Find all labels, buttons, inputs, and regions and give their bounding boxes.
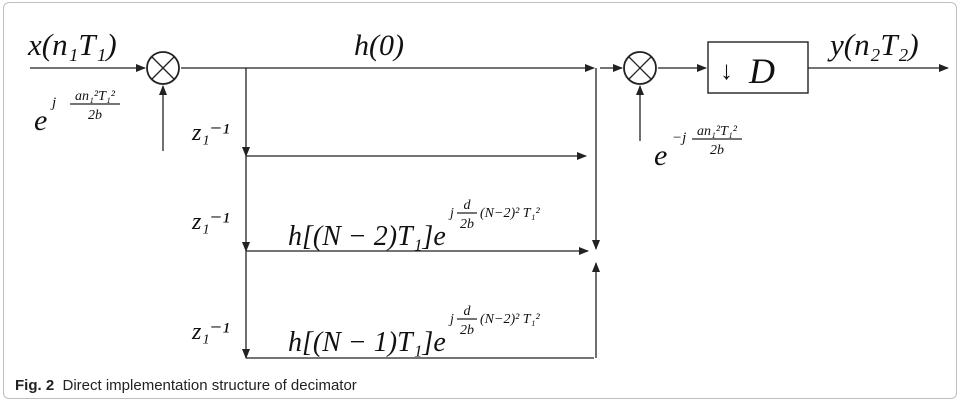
input-signal-label: x(n₁T₁) bbox=[27, 27, 117, 62]
tap-n1-exp-tail: (N−2)² T₁² bbox=[480, 312, 540, 327]
output-signal-label: y(n₂T₂) bbox=[827, 27, 919, 62]
figure-frame: x(n₁T₁) e j an₁²T₁² 2b h(0) z₁⁻¹ z₁⁻¹ z₁… bbox=[3, 2, 957, 399]
input-chirp-factor: e j an₁²T₁² 2b bbox=[34, 89, 120, 137]
figure-caption-text: Direct implementation structure of decim… bbox=[62, 377, 357, 394]
decimator-box bbox=[707, 41, 809, 94]
delay-label-1-text: z₁⁻¹ bbox=[191, 120, 230, 146]
tap-n2-frac-den: 2b bbox=[460, 217, 474, 232]
output-chirp-factor: e −j an₁²T₁² 2b bbox=[654, 124, 742, 172]
tap-n2-exp-prefix: j bbox=[448, 206, 454, 221]
tap-n2-coefficient: h[(N − 2)T₁]e j d 2b (N−2)² T₁² bbox=[288, 198, 540, 252]
delay-label-2-text: z₁⁻¹ bbox=[191, 209, 230, 235]
figure-caption: Fig. 2 Direct implementation structure o… bbox=[15, 377, 357, 394]
input-multiplier-cross-b bbox=[151, 56, 175, 80]
tap-n2-frac-num: d bbox=[464, 198, 472, 213]
delay-label-1: z₁⁻¹ bbox=[191, 120, 230, 146]
delay-label-3: z₁⁻¹ bbox=[191, 319, 230, 345]
tap-n2-coef: h[(N − 2)T₁]e bbox=[288, 221, 446, 252]
output-chirp-base: e bbox=[654, 139, 667, 172]
input-chirp-denominator: 2b bbox=[88, 108, 102, 123]
input-chirp-base: e bbox=[34, 104, 47, 137]
tap-n1-coef: h[(N − 1)T₁]e bbox=[288, 327, 446, 358]
output-chirp-denominator: 2b bbox=[710, 143, 724, 158]
output-chirp-numerator: an₁²T₁² bbox=[697, 124, 738, 139]
tap-n2-exp-tail: (N−2)² T₁² bbox=[480, 206, 540, 221]
tap0-label: h(0) bbox=[354, 29, 404, 62]
input-chirp-exp-prefix: j bbox=[50, 95, 56, 111]
tap-n1-coefficient: h[(N − 1)T₁]e j d 2b (N−2)² T₁² bbox=[288, 304, 540, 358]
output-chirp-exp-prefix: −j bbox=[672, 130, 686, 146]
tap-n1-frac-den: 2b bbox=[460, 323, 474, 338]
decimator-label: D bbox=[748, 51, 775, 91]
figure-caption-label: Fig. 2 bbox=[15, 377, 55, 394]
decimator-arrow-symbol: ↓ bbox=[720, 56, 733, 85]
delay-label-2: z₁⁻¹ bbox=[191, 209, 230, 235]
tap-n1-exp-prefix: j bbox=[448, 312, 454, 327]
delay-label-3-text: z₁⁻¹ bbox=[191, 319, 230, 345]
tap-n1-frac-num: d bbox=[464, 304, 472, 319]
decimator-block-diagram: x(n₁T₁) e j an₁²T₁² 2b h(0) z₁⁻¹ z₁⁻¹ z₁… bbox=[27, 27, 949, 359]
output-multiplier-cross-b bbox=[628, 56, 652, 80]
input-chirp-numerator: an₁²T₁² bbox=[75, 89, 116, 104]
